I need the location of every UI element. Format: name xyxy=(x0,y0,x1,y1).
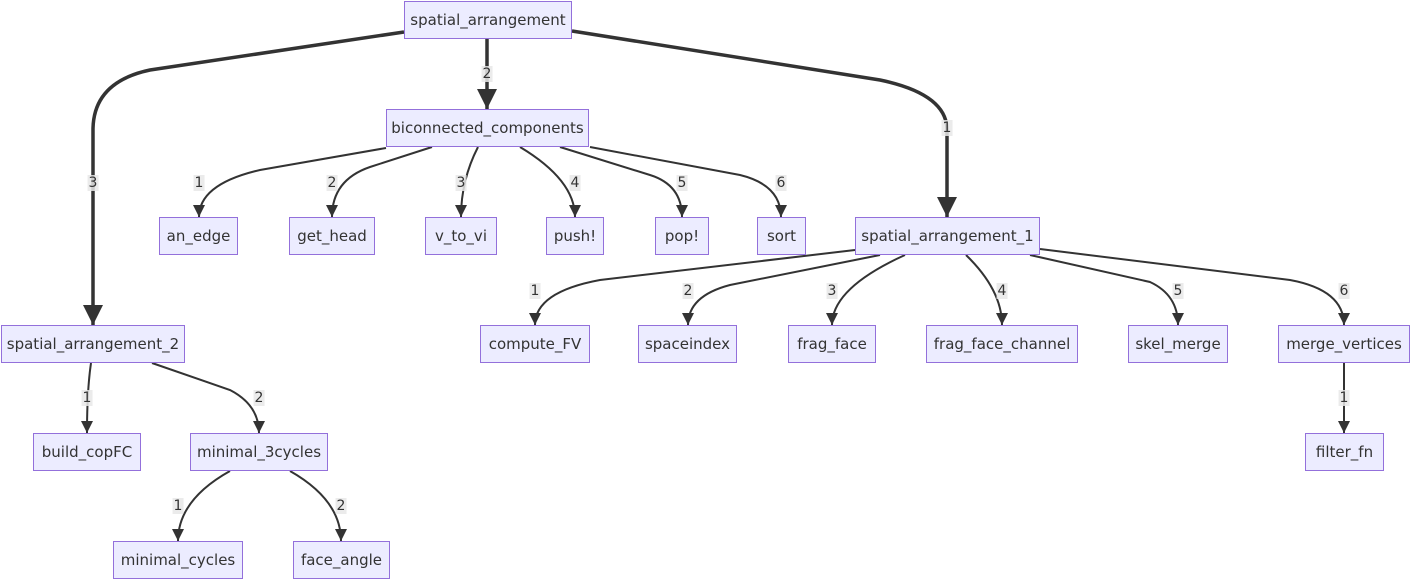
edge-label: 1 xyxy=(193,175,205,191)
edge-label: 3 xyxy=(826,283,838,299)
node-skel_merge[interactable]: skel_merge xyxy=(1128,325,1228,363)
node-get_head[interactable]: get_head xyxy=(289,217,375,255)
edge-sa2-to-minimal_3cycles xyxy=(151,362,265,434)
edge-sa1-to-skel_merge xyxy=(1029,254,1184,326)
node-an_edge[interactable]: an_edge xyxy=(159,217,238,255)
node-pop[interactable]: pop! xyxy=(655,217,709,255)
edge-minimal_3cycles-to-minimal_cycles xyxy=(172,470,231,542)
edge-label: 2 xyxy=(253,390,265,406)
node-sa2[interactable]: spatial_arrangement_2 xyxy=(1,325,185,363)
edge-sa-to-sa2 xyxy=(83,30,405,325)
edge-bc-to-an_edge xyxy=(193,147,387,218)
edge-label: 4 xyxy=(996,283,1008,299)
edge-sa1-to-merge_vertices xyxy=(1039,248,1350,326)
node-v_to_vi[interactable]: v_to_vi xyxy=(425,217,497,255)
edge-label: 4 xyxy=(569,175,581,191)
node-sa1[interactable]: spatial_arrangement_1 xyxy=(855,217,1040,255)
edge-label: 1 xyxy=(1338,390,1350,406)
edge-label: 6 xyxy=(775,175,787,191)
node-filter_fn[interactable]: filter_fn xyxy=(1305,433,1384,471)
edge-minimal_3cycles-to-face_angle xyxy=(289,470,347,542)
node-frag_face_channel[interactable]: frag_face_channel xyxy=(926,325,1078,363)
edge-bc-to-sort xyxy=(589,146,787,218)
edge-bc-to-push xyxy=(519,146,581,218)
edge-label: 3 xyxy=(455,175,467,191)
edge-label: 5 xyxy=(676,175,688,191)
edge-sa1-to-frag_face xyxy=(826,254,906,326)
edge-bc-to-pop xyxy=(559,146,688,218)
edge-sa1-to-frag_face_channel xyxy=(965,254,1008,326)
node-push[interactable]: push! xyxy=(546,217,604,255)
node-build_copfc[interactable]: build_copFC xyxy=(33,433,141,471)
edge-label: 1 xyxy=(172,498,184,514)
edge-label: 1 xyxy=(81,390,93,406)
edge-label: 3 xyxy=(87,175,99,191)
node-compute_fv[interactable]: compute_FV xyxy=(480,325,590,363)
node-minimal_cycles[interactable]: minimal_cycles xyxy=(113,541,243,579)
edge-label: 6 xyxy=(1338,283,1350,299)
edge-label: 1 xyxy=(941,120,953,136)
node-minimal_3cycles[interactable]: minimal_3cycles xyxy=(190,433,328,471)
edge-label: 2 xyxy=(682,283,694,299)
edge-label: 5 xyxy=(1172,283,1184,299)
edge-sa-to-sa1 xyxy=(571,29,957,217)
edge-label: 2 xyxy=(326,175,338,191)
node-face_angle[interactable]: face_angle xyxy=(293,541,390,579)
edge-bc-to-get_head xyxy=(326,146,433,218)
edge-label: 2 xyxy=(481,66,493,82)
node-merge_vertices[interactable]: merge_vertices xyxy=(1278,325,1410,363)
node-sa[interactable]: spatial_arrangement xyxy=(404,1,572,39)
node-frag_face[interactable]: frag_face xyxy=(788,325,876,363)
edge-sa1-to-compute_fv xyxy=(529,249,856,326)
node-sort[interactable]: sort xyxy=(757,217,806,255)
node-bc[interactable]: biconnected_components xyxy=(386,109,589,147)
edge-sa1-to-spaceindex xyxy=(682,254,881,326)
node-spaceindex[interactable]: spaceindex xyxy=(638,325,737,363)
edge-label: 1 xyxy=(529,283,541,299)
edge-label: 2 xyxy=(335,498,347,514)
